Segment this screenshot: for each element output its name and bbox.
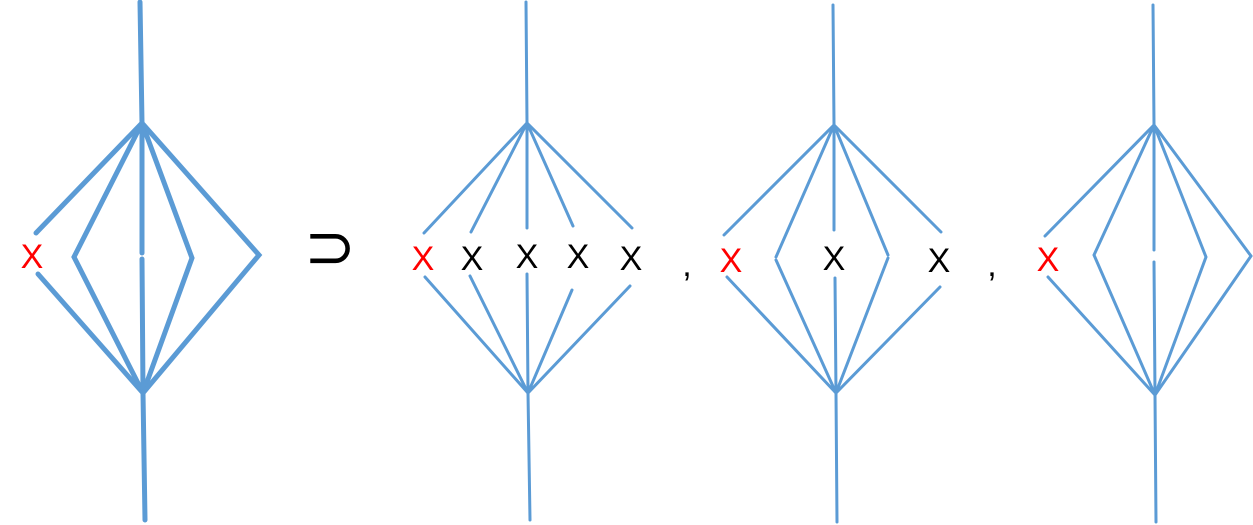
propagator-1-lower xyxy=(725,275,838,395)
cut-mark-plain: X xyxy=(567,238,590,276)
cut-mark-plain: X xyxy=(928,242,951,280)
propagator-2-upper xyxy=(469,121,529,234)
cut-mark: X xyxy=(412,240,435,278)
propagator-5-upper xyxy=(832,123,943,234)
superset-symbol: ⊃ xyxy=(304,210,356,283)
propagator-2-lower xyxy=(774,258,838,395)
cut-mark: X xyxy=(1037,241,1060,279)
propagator-outer-left-lower xyxy=(35,271,146,396)
incoming-line xyxy=(831,3,836,127)
cut-mark-plain: X xyxy=(823,240,846,278)
propagator-1-upper xyxy=(722,123,836,237)
outgoing-line xyxy=(526,391,532,522)
propagator-1-upper xyxy=(422,121,529,235)
incoming-line xyxy=(1151,3,1156,127)
separator-comma: , xyxy=(987,246,996,284)
propagator-5-lower xyxy=(834,285,942,395)
propagator-outer-left xyxy=(33,120,145,236)
propagator-4-lower xyxy=(834,256,890,395)
diagram-lhs xyxy=(33,0,263,523)
incoming-line xyxy=(137,0,145,126)
cut-mark-plain: X xyxy=(516,238,539,276)
cut-mark: X xyxy=(720,242,743,280)
incoming-line xyxy=(524,0,529,125)
propagator-5-upper xyxy=(525,121,634,230)
propagator-outer-left xyxy=(1043,123,1156,238)
diagram-term-2 xyxy=(722,3,943,524)
cut-mark: X xyxy=(21,238,44,276)
propagator-4-upper xyxy=(525,121,575,228)
separator-comma: , xyxy=(682,246,691,284)
propagator-inner-right xyxy=(1152,123,1208,397)
outgoing-line xyxy=(1153,393,1158,524)
outgoing-line xyxy=(834,391,839,524)
cut-mark-plain: X xyxy=(620,240,643,278)
propagator-inner-left xyxy=(1092,123,1157,397)
cut-mark-plain: X xyxy=(461,240,484,278)
propagator-outer-right xyxy=(139,120,263,396)
propagator-4 xyxy=(832,123,890,257)
propagator-inner-right xyxy=(139,120,195,396)
outgoing-line xyxy=(140,390,148,523)
diagram-term-3 xyxy=(1043,3,1253,524)
propagator-1-lower xyxy=(423,275,530,395)
propagator-3-lower xyxy=(833,276,838,395)
propagator-3-lower xyxy=(525,272,530,395)
propagator-outer-right xyxy=(1152,123,1253,397)
propagator-4-lower xyxy=(526,288,574,395)
diagram-term-1 xyxy=(422,0,634,522)
propagator-center-lower xyxy=(139,256,146,396)
propagator-2-lower xyxy=(468,274,530,395)
propagator-2 xyxy=(774,123,836,259)
propagator-outer-left-lower xyxy=(1046,275,1157,397)
propagator-inner-left xyxy=(71,120,146,396)
propagator-5-lower xyxy=(526,284,632,395)
propagator-center-lower xyxy=(1152,260,1157,397)
